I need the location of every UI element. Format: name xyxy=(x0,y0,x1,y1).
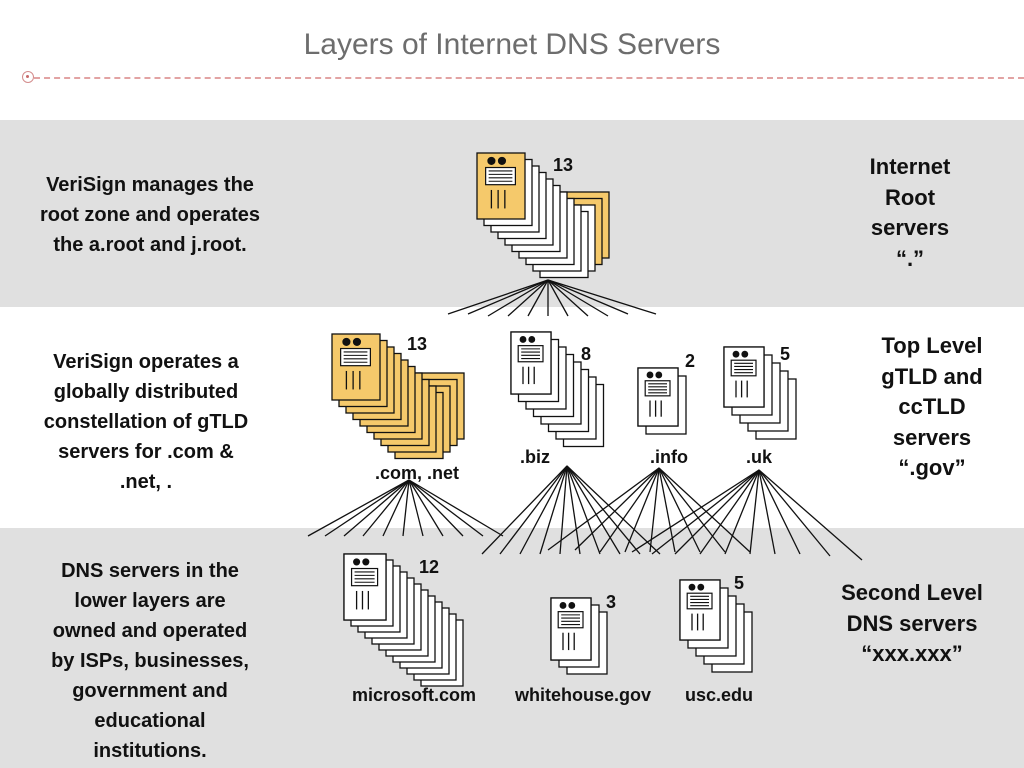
connection-line xyxy=(674,469,760,555)
connection-line xyxy=(724,469,760,555)
connection-line xyxy=(758,469,863,561)
connection-line xyxy=(362,479,410,537)
connection-line xyxy=(402,479,410,537)
connection-line xyxy=(758,469,801,555)
connection-line xyxy=(499,465,568,555)
connection-line xyxy=(547,279,569,317)
connection-line xyxy=(507,279,549,317)
connection-line xyxy=(547,467,660,551)
usc-server-stack xyxy=(679,579,753,673)
connection-line xyxy=(481,465,568,555)
connection-line xyxy=(519,465,568,555)
microsoft-label: microsoft.com xyxy=(352,685,476,705)
com-net-server-count: 13 xyxy=(407,334,427,354)
uk-server-count: 5 xyxy=(780,344,790,364)
uk-label: .uk xyxy=(746,447,773,467)
root-server-stack xyxy=(476,152,610,279)
root-server-count: 13 xyxy=(553,155,573,175)
microsoft-server-stack xyxy=(343,553,464,687)
biz-label: .biz xyxy=(520,447,550,467)
biz-server-count: 8 xyxy=(581,344,591,364)
connection-line xyxy=(658,467,726,553)
whitehouse-label: whitehouse.gov xyxy=(514,685,651,705)
connection-line xyxy=(758,469,776,555)
server-groups xyxy=(331,152,797,687)
whitehouse-server-stack xyxy=(550,597,608,675)
root-description: VeriSign manages the root zone and opera… xyxy=(39,174,261,256)
connection-line xyxy=(547,279,657,315)
top-level-description: VeriSign operates a globally distributed… xyxy=(43,351,249,493)
connection-line xyxy=(651,469,760,555)
top-level-label: Top Level gTLD and ccTLD servers “.gov” xyxy=(881,333,983,480)
info-label: .info xyxy=(650,447,688,467)
connection-line xyxy=(631,469,760,553)
info-server-count: 2 xyxy=(685,351,695,371)
connection-line xyxy=(408,479,424,537)
connection-line xyxy=(749,469,760,555)
connection-line xyxy=(566,465,601,555)
connection-line xyxy=(566,465,641,555)
connection-line xyxy=(382,479,410,537)
connection-line xyxy=(758,469,831,557)
usc-server-count: 5 xyxy=(734,573,744,593)
connection-line xyxy=(487,279,549,317)
com-net-server-stack xyxy=(331,333,465,460)
title-divider xyxy=(34,77,1024,79)
connection-line xyxy=(408,479,464,537)
connection-line xyxy=(547,279,629,315)
connection-line xyxy=(658,467,701,553)
biz-server-stack xyxy=(510,331,605,448)
connection-line xyxy=(343,479,410,537)
connection-line xyxy=(539,465,568,555)
connection-line xyxy=(547,279,609,317)
connection-line xyxy=(527,279,549,317)
usc-label: usc.edu xyxy=(685,685,753,705)
second-level-layer-band xyxy=(0,528,1024,768)
connection-line xyxy=(566,465,581,555)
connection-line xyxy=(324,479,410,537)
connection-line xyxy=(566,465,621,555)
whitehouse-server-count: 3 xyxy=(606,592,616,612)
connection-line xyxy=(447,279,549,315)
connection-line xyxy=(559,465,568,555)
root-level-label: Internet Root servers “.” xyxy=(869,154,951,271)
connection-line xyxy=(624,467,660,553)
connection-lines xyxy=(307,279,863,561)
connection-line xyxy=(574,467,660,551)
connection-line xyxy=(408,479,444,537)
com-net-label: .com, .net xyxy=(375,463,459,483)
connection-line xyxy=(699,469,760,555)
connection-line xyxy=(408,479,504,537)
connection-line xyxy=(649,467,660,553)
second-level-description: DNS servers in the lower layers are owne… xyxy=(51,560,249,762)
connection-line xyxy=(307,479,410,537)
connection-line xyxy=(408,479,484,537)
connection-line xyxy=(566,465,661,555)
info-server-stack xyxy=(637,367,687,435)
microsoft-server-count: 12 xyxy=(419,557,439,577)
page-title: Layers of Internet DNS Servers xyxy=(303,28,721,61)
connection-line xyxy=(599,467,660,553)
connection-line xyxy=(658,467,751,553)
uk-server-stack xyxy=(723,346,797,440)
connection-line xyxy=(467,279,549,315)
divider-bullet-icon xyxy=(22,71,34,83)
connection-line xyxy=(547,279,589,317)
second-level-label: Second Level DNS servers “xxx.xxx” xyxy=(841,580,983,666)
